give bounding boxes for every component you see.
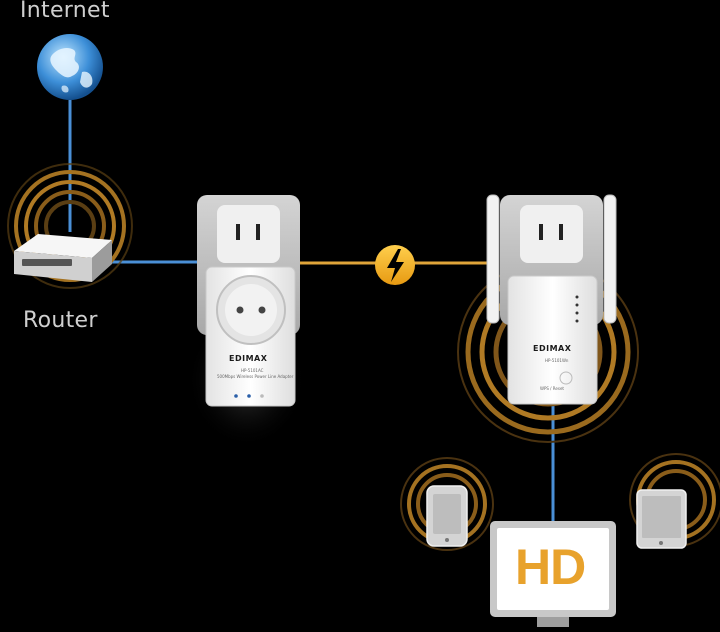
wireless-extender-icon xyxy=(486,194,617,405)
left-adapter-description: 500Mbps Wireless Power Line Adapter xyxy=(217,374,294,379)
antenna-right xyxy=(603,194,617,324)
router-icon xyxy=(14,234,112,282)
antenna-left xyxy=(486,194,500,324)
left-adapter-model: HP-5101AC xyxy=(241,368,264,373)
internet-label: Internet xyxy=(20,0,110,23)
lightning-bolt-icon xyxy=(375,245,415,285)
powerline-adapter-icon xyxy=(197,195,300,407)
tablet-icon xyxy=(636,489,687,549)
monitor-icon xyxy=(490,521,616,627)
connection-lines xyxy=(68,100,555,525)
wps-reset-label: WPS / Reset xyxy=(540,386,564,391)
right-extender-model: HP-5101Wn xyxy=(545,358,569,363)
globe-icon xyxy=(37,34,103,100)
hd-label: HD xyxy=(515,539,586,595)
right-extender-brand: EDIMAX xyxy=(533,344,572,353)
smartphone-icon xyxy=(426,485,468,547)
left-adapter-brand: EDIMAX xyxy=(229,354,268,363)
router-label: Router xyxy=(23,308,98,333)
